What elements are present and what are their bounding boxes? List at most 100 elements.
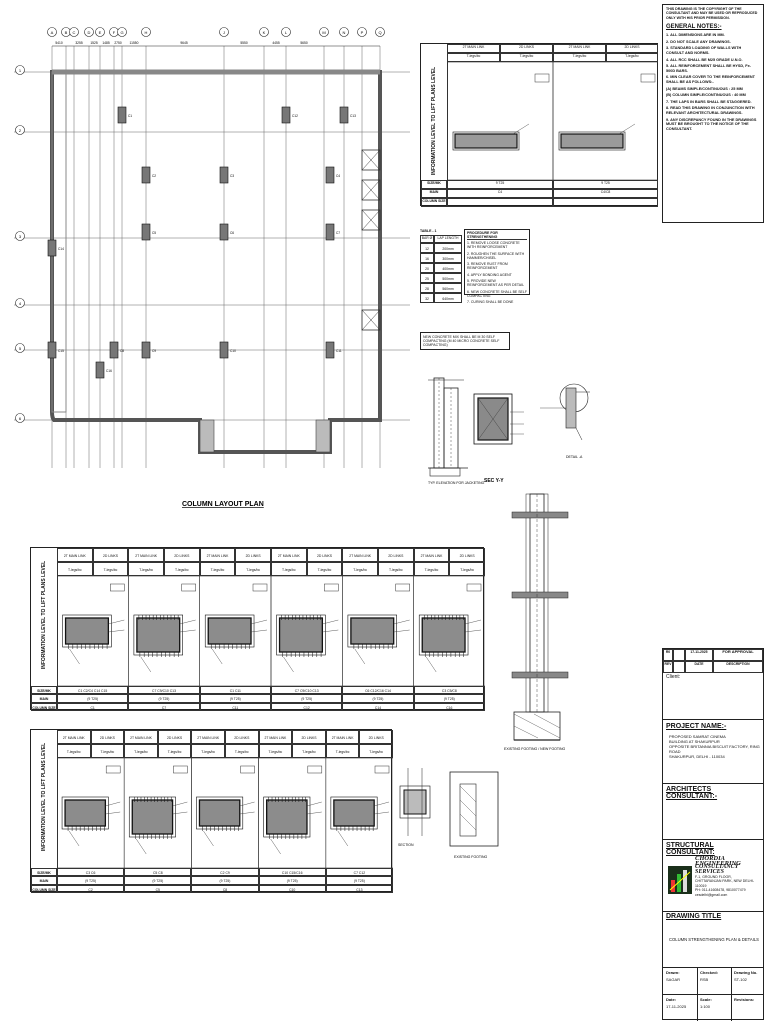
- col-head: 2D LINKS: [225, 730, 259, 744]
- top-row-val: C4: [447, 189, 553, 198]
- drawn-value: SAGAR: [666, 977, 681, 982]
- column-section: [207, 617, 252, 645]
- general-notes-panel: THIS DRAWING IS THE COPYRIGHT OF THE CON…: [662, 4, 764, 223]
- row-value: C6 C12/C16 C14: [342, 686, 414, 695]
- grid-bubble: [357, 27, 367, 37]
- detail-a-label: DETAIL -A: [566, 455, 583, 459]
- col-head: 2D LINKS: [449, 548, 485, 562]
- bot-detail-table: INFORMATION LEVEL TO LIFT PLANS LEVEL 2T…: [30, 729, 393, 893]
- row-value: C5: [124, 884, 192, 893]
- client-label: Client:: [666, 674, 681, 680]
- plan-column: [117, 106, 127, 124]
- row-value: C1: [57, 702, 129, 711]
- row-value: C8: [191, 884, 259, 893]
- procedure-item: 7. CURING SHALL BE DONE: [467, 300, 514, 304]
- row-value: (9 T25): [342, 694, 414, 703]
- col-head: 2D LINKS: [292, 730, 326, 744]
- top-section-drawings: [447, 62, 658, 180]
- project-line: OPPOSITE BRITANNIA BISCUIT FACTORY, RING…: [669, 744, 760, 754]
- notes-heading: GENERAL NOTES:-: [666, 24, 722, 31]
- notes-intro: THIS DRAWING IS THE COPYRIGHT OF THE CON…: [666, 7, 758, 20]
- row-value: C7 C12: [325, 868, 393, 877]
- top-row-label: COLUMN SIZE: [421, 198, 447, 207]
- col-head: 2T MAIN LINK: [124, 730, 158, 744]
- sub-head: T-legs/bc: [449, 562, 485, 576]
- row-value: (9 T25): [124, 876, 192, 885]
- firm-name-2: CONSULTANCY SERVICES: [695, 864, 739, 875]
- lap-bar-dia: 28: [420, 283, 434, 293]
- plan-column: [325, 166, 335, 184]
- sub-head: T-legs/bc: [124, 744, 158, 758]
- plan-title: COLUMN LAYOUT PLAN: [182, 501, 264, 508]
- row-label: SIZE/MK: [31, 686, 57, 695]
- lap-length: 500mm: [434, 273, 462, 283]
- plan-column: [339, 106, 349, 124]
- grid-number: 3: [19, 234, 22, 239]
- grid-letter: G: [120, 30, 123, 35]
- row-value: C7 C9/C10 C13: [271, 686, 343, 695]
- top-row-empty: [447, 198, 553, 207]
- grid-bubble: [375, 27, 385, 37]
- mid-table-side-label: INFORMATION LEVEL TO LIFT PLANS LEVEL: [41, 560, 47, 670]
- firm-line: PH: 011-41608478, 9810077479: [695, 888, 746, 893]
- mid-table-side: INFORMATION LEVEL TO LIFT PLANS LEVEL: [31, 548, 58, 686]
- top-col-head: 2D LINKS: [606, 44, 658, 53]
- grid-bubble: [15, 65, 25, 75]
- sub-head: T-legs/bc: [271, 562, 307, 576]
- row-value: C3 C6: [57, 868, 125, 877]
- col-head: 2T MAIN LINK: [271, 548, 307, 562]
- sub-head: T-legs/bc: [235, 562, 271, 576]
- grid-letter: E: [99, 30, 102, 35]
- grid-bubble: [15, 298, 25, 308]
- column-section: [131, 799, 174, 835]
- sub-head: T-legs/bc: [225, 744, 259, 758]
- procedure-item: 6. NEW CONCRETE SHALL BE SELF COMPACTING: [467, 289, 527, 298]
- lap-bar-dia: 25: [420, 273, 434, 283]
- lap-length: 400mm: [434, 263, 462, 273]
- row-value: C2: [57, 884, 125, 893]
- grid-bubble: [84, 27, 94, 37]
- plan-column: [47, 239, 57, 257]
- top-row-val: C4/C8: [553, 189, 658, 198]
- top-row-val: 9 T25: [553, 180, 658, 189]
- col-head: 2D LINKS: [306, 548, 343, 562]
- jacket-outline: [276, 614, 326, 656]
- col-head: 2T MAIN LINK: [342, 548, 378, 562]
- grid-bubble: [95, 27, 105, 37]
- section-note: SECTION: [398, 843, 414, 847]
- drawing-no-label: Drawing No.: [734, 970, 758, 975]
- revision-table: R0 17-11-2025 FOR APPROVAL REV DATE DESC…: [663, 649, 763, 673]
- footing-label: EXISTING FOOTING: [454, 855, 488, 859]
- checked-label: Checked:: [700, 970, 719, 975]
- col-head: 2D LINKS: [378, 548, 414, 562]
- row-label: SIZE/MK: [31, 868, 57, 877]
- sub-head: T-legs/bc: [378, 562, 414, 576]
- column-elevation: EXISTING FOOTING / NEW FOOTING: [504, 493, 569, 751]
- row-value: (9 T25): [199, 694, 271, 703]
- bot-table-side: INFORMATION LEVEL TO LIFT PLANS LEVEL: [31, 730, 58, 868]
- rev-no: R0: [663, 649, 673, 661]
- column-tag: C6: [230, 231, 234, 235]
- sub-head: T-legs/bc: [292, 744, 326, 758]
- top-sub-head: T-legs/bc: [500, 53, 553, 62]
- mid-detail-table: INFORMATION LEVEL TO LIFT PLANS LEVEL 2T…: [30, 547, 485, 711]
- grid-bubble: [47, 27, 57, 37]
- plan-column: [219, 341, 229, 359]
- row-value: (9 T25): [128, 694, 200, 703]
- note-item: 1. ALL DIMENSIONS ARE IN MM.: [666, 33, 725, 38]
- row-value: (9 T25): [258, 876, 326, 885]
- col-head: 2T MAIN LINK: [128, 548, 164, 562]
- lap-table-title: TABLE - 1: [420, 229, 437, 233]
- note-item: 5. ALL REINFORCEMENT SHALL BE HYSD, Fe-5…: [666, 64, 751, 73]
- col-head: 2T MAIN LINK: [57, 730, 91, 744]
- sec-yy-drawing: [473, 393, 524, 445]
- structural-label: STRUCTURAL CONSULTANT:: [666, 842, 715, 856]
- column-tag: C13: [350, 114, 356, 118]
- dim-label: 11550: [130, 41, 139, 45]
- row-value: C10: [258, 884, 326, 893]
- row-value: C7 C9/C10 C13: [128, 686, 200, 695]
- column-section: [350, 617, 395, 645]
- plan-column: [219, 223, 229, 241]
- dim-label: 3255: [75, 41, 83, 45]
- grid-bubble: [281, 27, 291, 37]
